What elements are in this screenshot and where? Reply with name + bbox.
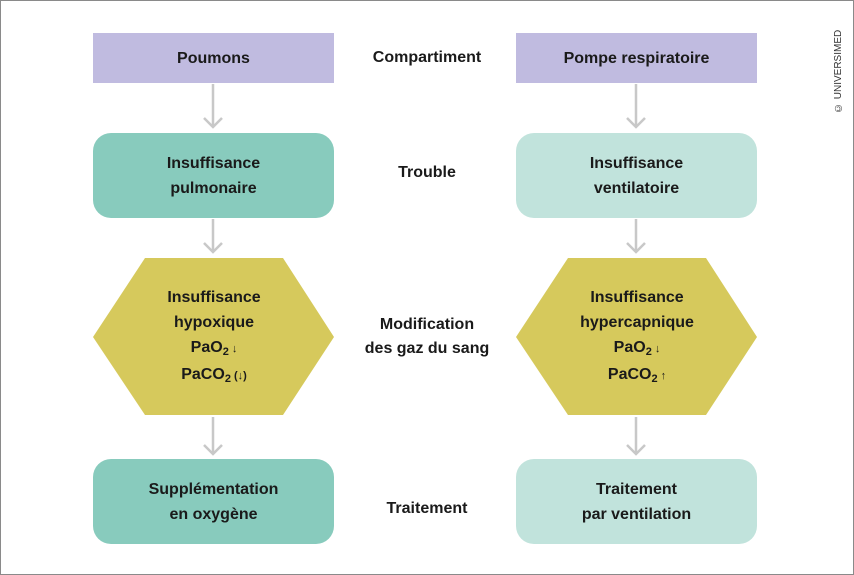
right-gas-line1: Insuffisance <box>590 289 684 306</box>
left-gas-text: Insuffisance hypoxique PaO2↓ PaCO2(↓) <box>93 258 335 416</box>
right-trouble-line1: Insuffisance <box>589 154 684 172</box>
left-compartment-text: Poumons <box>177 49 250 67</box>
row-label-gas-line1: Modification <box>379 316 475 333</box>
left-treatment-line1: Supplémentation <box>148 480 279 498</box>
left-gas-line1: Insuffisance <box>167 289 261 306</box>
right-compartment-text: Pompe respiratoire <box>563 49 710 67</box>
left-trouble-box: Insuffisance pulmonaire <box>93 133 334 218</box>
left-pao2-arrow: ↓ <box>231 343 238 355</box>
left-treatment-box: Supplémentation en oxygène <box>93 459 334 544</box>
right-paco2-arrow: ↑ <box>660 370 667 382</box>
left-compartment-box: Poumons <box>93 33 334 83</box>
right-compartment-box: Pompe respiratoire <box>516 33 757 83</box>
right-treatment-line2: par ventilation <box>581 505 692 523</box>
right-paco2: PaCO2↑ <box>607 366 667 385</box>
left-trouble-line1: Insuffisance <box>166 154 261 172</box>
right-trouble-box: Insuffisance ventilatoire <box>516 133 757 218</box>
row-label-gas: Modification des gaz du sang <box>342 313 512 361</box>
right-gas-line2: hypercapnique <box>580 314 694 331</box>
arrow-left-2 <box>203 219 223 254</box>
arrow-right-3 <box>626 417 646 456</box>
row-label-gas-line2: des gaz du sang <box>364 340 490 357</box>
left-trouble-line2: pulmonaire <box>170 179 257 197</box>
left-paco2-arrow: (↓) <box>233 370 247 382</box>
row-label-trouble: Trouble <box>398 164 456 181</box>
right-pao2: PaO2↓ <box>613 339 661 358</box>
left-gas-hexagon <box>93 258 334 415</box>
arrow-left-1 <box>203 84 223 129</box>
row-label-compartment: Compartiment <box>372 49 482 66</box>
copyright-text: © UNIVERSIMED <box>833 29 844 113</box>
right-pao2-arrow: ↓ <box>654 343 661 355</box>
left-pao2: PaO2↓ <box>190 339 238 358</box>
right-treatment-box: Traitement par ventilation <box>516 459 757 544</box>
right-treatment-line1: Traitement <box>596 480 677 498</box>
left-gas-line2: hypoxique <box>173 314 254 331</box>
arrow-left-3 <box>203 417 223 456</box>
right-gas-hexagon <box>516 258 757 415</box>
left-treatment-line2: en oxygène <box>169 505 258 523</box>
row-label-treatment: Traitement <box>386 500 468 517</box>
left-paco2: PaCO2(↓) <box>181 366 247 385</box>
right-trouble-line2: ventilatoire <box>593 179 680 197</box>
arrow-right-2 <box>626 219 646 254</box>
right-gas-text: Insuffisance hypercapnique PaO2↓ PaCO2↑ <box>516 258 758 416</box>
arrow-right-1 <box>626 84 646 129</box>
